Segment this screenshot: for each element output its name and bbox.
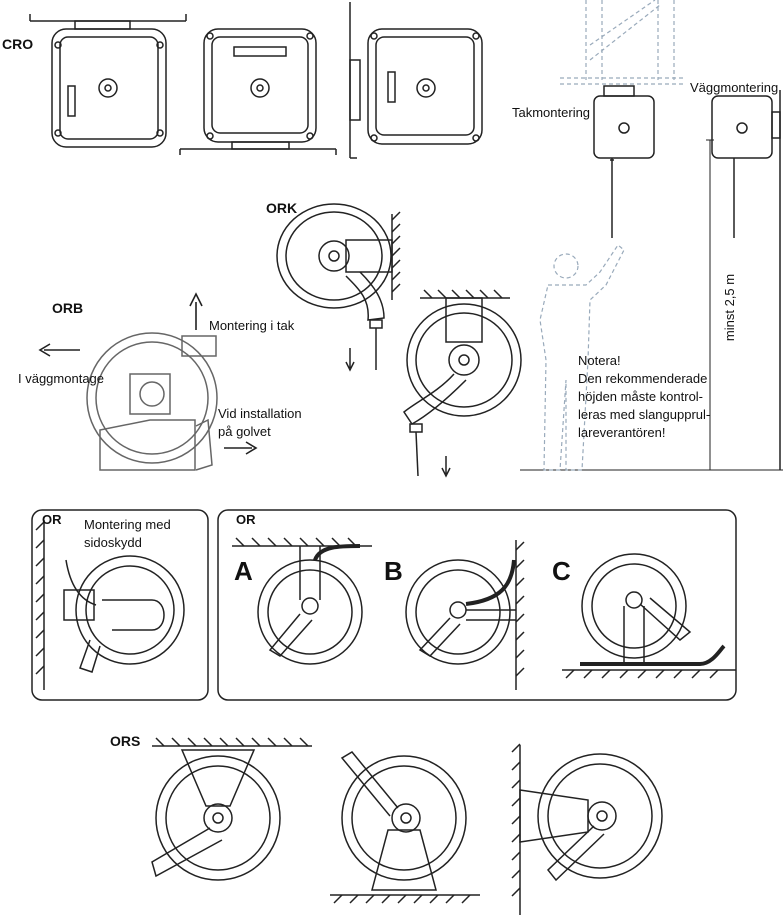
orb-arrows (38, 292, 258, 455)
note-line: Notera! (578, 353, 621, 368)
label-wall-mount: Väggmontering (690, 80, 779, 95)
label-variant-b: B (384, 556, 403, 586)
heading-cro: CRO (2, 36, 34, 52)
label-floor-line1: Vid installation (218, 406, 302, 421)
label-mount-ceiling: Montering i tak (209, 318, 295, 333)
label-min-height: minst 2,5 m (722, 273, 738, 342)
note-line: Den rekommenderade (578, 371, 708, 386)
or-box-side-guard (31, 509, 209, 701)
note-line: höjden måste kontrol- (578, 389, 704, 404)
orb-reel (86, 332, 218, 471)
cro-unit-floor (179, 28, 337, 155)
heading-or-left: OR (42, 512, 62, 527)
ork-wall-reel (276, 203, 401, 372)
label-variant-c: C (552, 556, 571, 586)
height-note: Notera! Den rekommenderade höjden måste … (578, 352, 710, 442)
ceiling-reel (593, 85, 655, 238)
ors-ceiling-reel (151, 737, 312, 881)
label-floor-line2: på golvet (218, 424, 271, 439)
heading-or-right: OR (236, 512, 256, 527)
or-box-variants (217, 509, 737, 701)
cro-unit-wall (349, 2, 483, 159)
person-figure (539, 244, 625, 471)
heading-orb: ORB (52, 300, 84, 316)
note-line: lareverantören! (578, 425, 666, 440)
heading-ork: ORK (266, 200, 298, 216)
ors-wall-reel (511, 743, 663, 915)
note-line: leras med slangupprul- (578, 407, 711, 422)
wall-reel (711, 90, 781, 470)
ork-ceiling-reel (403, 289, 522, 478)
height-dimension (520, 139, 783, 471)
label-side-guard-line2: sidoskydd (84, 535, 142, 550)
heading-ors: ORS (110, 733, 141, 749)
label-side-guard-line1: Montering med (84, 517, 171, 532)
ceiling-structure (560, 0, 686, 85)
ors-floor-reel (330, 751, 480, 904)
label-variant-a: A (234, 556, 253, 586)
cro-unit-ceiling (29, 14, 187, 148)
label-wall-mounting: I väggmontage (18, 371, 105, 386)
label-ceiling-mount: Takmontering (512, 105, 591, 120)
